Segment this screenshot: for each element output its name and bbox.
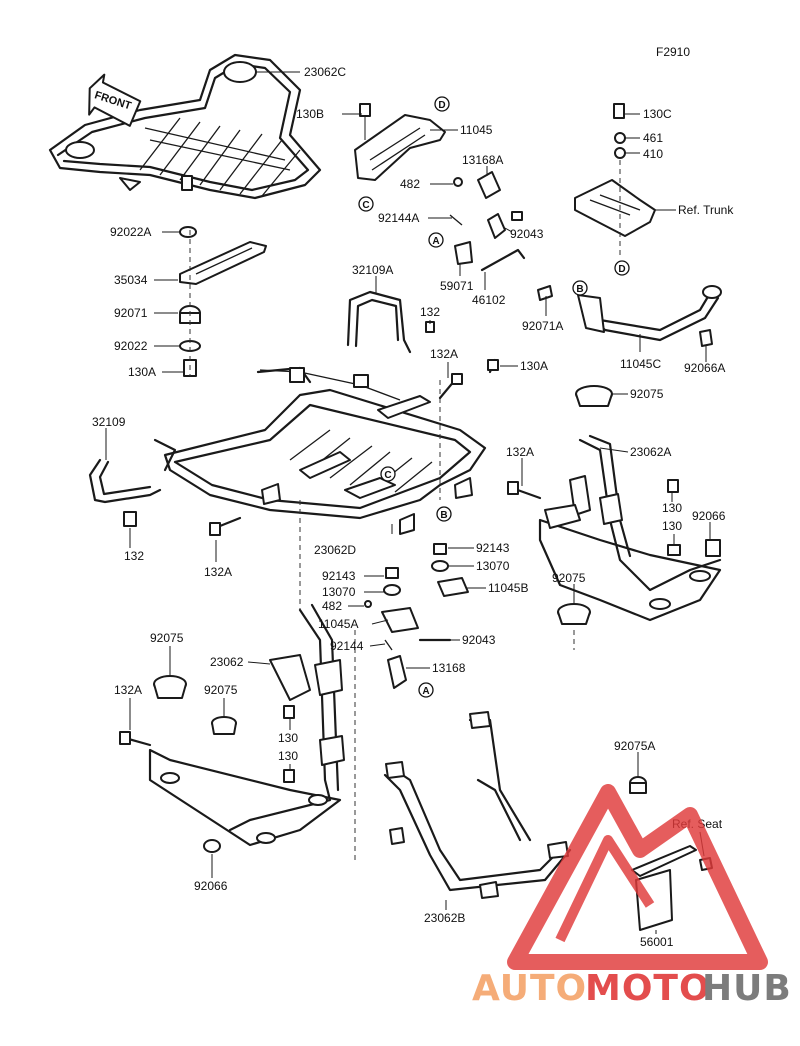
label-130-bottom-2: 130: [278, 749, 298, 763]
svg-text:A: A: [422, 686, 429, 697]
main-frame-23062D: [153, 366, 487, 610]
watermark-logo: [507, 784, 768, 970]
label-132A-top: 132A: [430, 347, 458, 361]
stand-23062B: [383, 711, 572, 899]
bracket-11045: [354, 103, 446, 181]
svg-text:B: B: [440, 510, 447, 521]
trunk-mount-bracket: [574, 103, 656, 258]
clamp-13168A: [449, 171, 526, 272]
callout-A-top: A: [428, 232, 444, 248]
label-92066-right: 92066: [692, 509, 726, 523]
leader-lines: [105, 71, 711, 934]
label-46102: 46102: [472, 293, 506, 307]
callout-C-top: C: [358, 196, 374, 212]
label-92144: 92144: [330, 639, 364, 653]
callout-A-bottom: A: [418, 682, 434, 698]
label-11045A: 11045A: [318, 617, 358, 631]
figure-code: F2910: [656, 45, 690, 59]
label-11045: 11045: [460, 123, 493, 137]
center-hardware: [364, 543, 469, 689]
label-410: 410: [643, 147, 663, 161]
label-92022A: 92022A: [110, 225, 151, 239]
grab-handle-32109: [88, 458, 162, 527]
label-32109A: 32109A: [352, 263, 393, 277]
label-92075-right: 92075: [630, 387, 664, 401]
callout-B-frame: B: [436, 506, 452, 522]
label-23062A: 23062A: [630, 445, 671, 459]
svg-text:A: A: [432, 236, 439, 247]
watermark-mountain-icon: [507, 784, 768, 970]
label-132A-mid: 132A: [204, 565, 232, 579]
label-130-bottom-1: 130: [278, 731, 298, 745]
label-23062C: 23062C: [304, 65, 346, 79]
svg-text:D: D: [438, 100, 445, 111]
label-92075-right-2: 92075: [552, 571, 586, 585]
seat-latch-56001: [629, 776, 713, 931]
label-92071: 92071: [114, 306, 148, 320]
lower-frame-23062: [148, 603, 356, 860]
callout-D-top: D: [434, 96, 450, 112]
callout-C-frame: C: [380, 466, 396, 482]
watermark-hub: HUB: [702, 968, 792, 1009]
rear-carrier-rack: [48, 53, 322, 200]
label-92022: 92022: [114, 339, 148, 353]
rear-bar-11045C: [537, 285, 722, 347]
grab-handle-32109A: [346, 290, 435, 354]
label-13070-right: 13070: [476, 559, 510, 573]
label-92144A: 92144A: [378, 211, 419, 225]
ref-trunk-label: Ref. Trunk: [678, 203, 734, 217]
label-11045C: 11045C: [620, 357, 661, 371]
label-59071: 59071: [440, 279, 474, 293]
label-130-right-2: 130: [662, 519, 682, 533]
label-92043-bottom: 92043: [462, 633, 496, 647]
damper-stack: [179, 226, 267, 377]
watermark-auto: AUTO: [472, 968, 587, 1009]
label-13168: 13168: [432, 661, 466, 675]
label-92143-right: 92143: [476, 541, 510, 555]
label-130A-mid: 130A: [520, 359, 548, 373]
label-130B: 130B: [296, 107, 324, 121]
svg-text:C: C: [384, 470, 391, 481]
bolts: [119, 358, 542, 747]
label-56001: 56001: [640, 935, 674, 949]
label-23062: 23062: [210, 655, 244, 669]
svg-text:D: D: [618, 264, 625, 275]
svg-text:B: B: [576, 284, 583, 295]
svg-text:C: C: [362, 200, 369, 211]
label-132A-bottom-left: 132A: [114, 683, 142, 697]
label-35034: 35034: [114, 273, 148, 287]
callout-B-right: B: [572, 280, 588, 296]
label-461: 461: [643, 131, 663, 145]
label-92043-top: 92043: [510, 227, 544, 241]
watermark-text: AUTO MOTO HUB: [472, 968, 792, 1009]
label-130A-left: 130A: [128, 365, 156, 379]
label-13168A: 13168A: [462, 153, 503, 167]
label-92075-left-2: 92075: [204, 683, 238, 697]
watermark-moto: MOTO: [585, 968, 711, 1009]
frame-23062A: [538, 385, 722, 650]
label-92143-center: 92143: [322, 569, 356, 583]
label-482-bottom: 482: [322, 599, 342, 613]
label-92066-bottom: 92066: [194, 879, 228, 893]
label-130C: 130C: [643, 107, 672, 121]
label-132-left: 132: [124, 549, 144, 563]
label-92075-left-1: 92075: [150, 631, 184, 645]
label-130-right-1: 130: [662, 501, 682, 515]
label-92066A: 92066A: [684, 361, 725, 375]
part-labels: 23062C 130B 11045 130C 461 410 13168A 48…: [92, 65, 734, 949]
label-23062B: 23062B: [424, 911, 465, 925]
label-13070-center: 13070: [322, 585, 356, 599]
label-482-top: 482: [400, 177, 420, 191]
callout-D-right: D: [614, 260, 630, 276]
label-32109: 32109: [92, 415, 126, 429]
label-132A-right: 132A: [506, 445, 534, 459]
label-132-top: 132: [420, 305, 440, 319]
label-92071A: 92071A: [522, 319, 563, 333]
label-23062D: 23062D: [314, 543, 356, 557]
label-11045B: 11045B: [488, 581, 528, 595]
label-92075A: 92075A: [614, 739, 655, 753]
front-arrow: FRONT: [88, 73, 142, 127]
